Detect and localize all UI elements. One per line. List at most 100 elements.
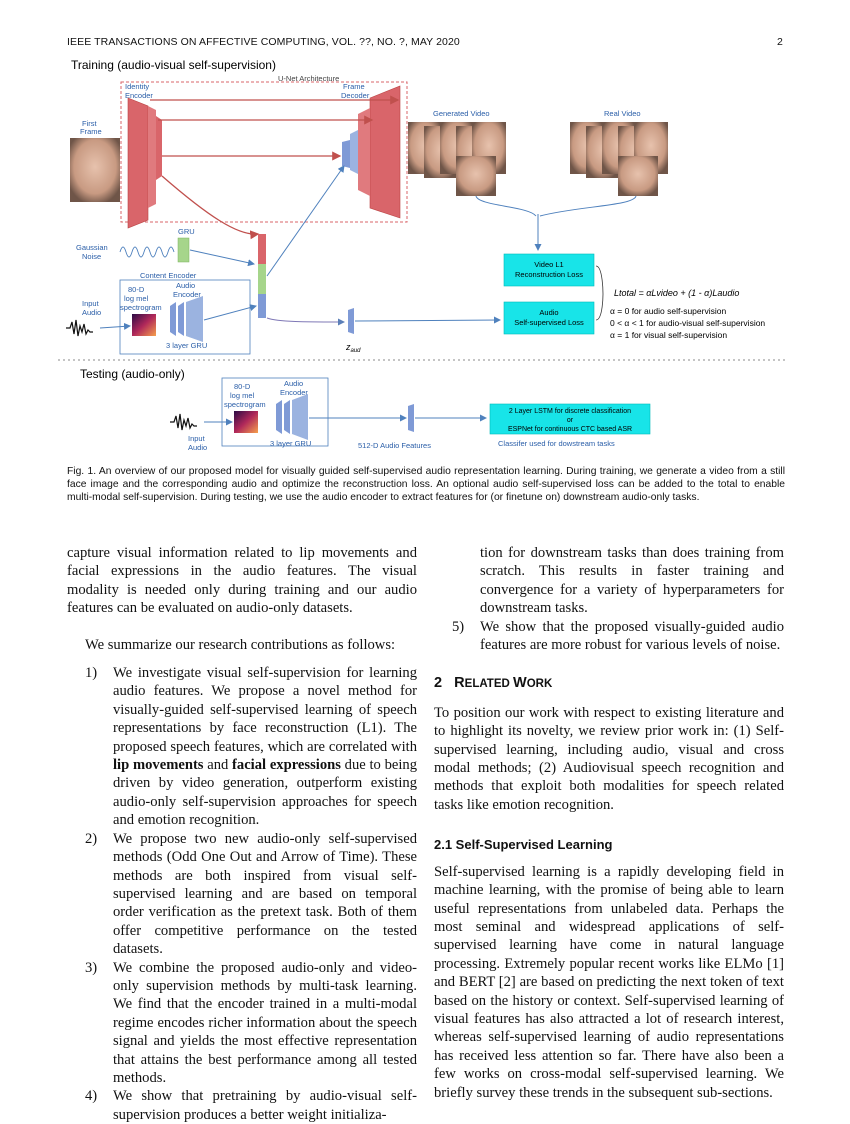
page-number: 2	[777, 36, 783, 48]
identity-encoder-label-2: Encoder	[125, 91, 153, 100]
audio-to-spectrogram-arrow	[99, 322, 131, 330]
running-header: IEEE TRANSACTIONS ON AFFECTIVE COMPUTING…	[67, 36, 783, 50]
layer-gru-label: 3 layer GRU	[166, 341, 207, 350]
spectrogram-label-2: log mel	[124, 294, 149, 303]
identity-encoder-label-1: Identity	[125, 82, 149, 91]
test-input-audio-label-1: Input	[188, 434, 206, 443]
journal-title: IEEE TRANSACTIONS ON AFFECTIVE COMPUTING…	[67, 36, 460, 48]
gru-label: GRU	[178, 227, 195, 236]
classifier-line-2: or	[567, 417, 574, 424]
paragraph-ssl: Self-supervised learning is a rapidly de…	[434, 863, 784, 1101]
first-frame-label-1: First	[82, 119, 97, 128]
total-loss-formula: Ltotal = αLvideo + (1 - α)Laudio	[614, 288, 739, 298]
classifier-box	[489, 403, 651, 435]
list-item: 2)We propose two new audio-only self-sup…	[85, 830, 417, 958]
test-input-audio-label-2: Audio	[188, 443, 207, 452]
first-frame-image	[70, 138, 120, 202]
subsection-heading: 2.1 Self-Supervised Learning	[434, 837, 613, 853]
test-audio-encoder-label-1: Audio	[284, 379, 303, 388]
right-column: tion for downstream tasks than does trai…	[434, 544, 784, 1102]
latent-to-zaud-arrow	[266, 317, 345, 326]
left-column: capture visual information related to li…	[67, 544, 417, 1124]
content-encoder-label: Content Encoder	[140, 271, 197, 280]
identity-to-latent-arrow	[161, 175, 260, 240]
list-item: 3)We combine the proposed audio-only and…	[85, 959, 417, 1086]
gru-arrow	[189, 249, 255, 267]
audio-loss-box	[503, 301, 595, 335]
latent-to-decoder-arrow	[266, 165, 345, 277]
spectrogram-image	[132, 314, 156, 336]
gaussian-noise-label-2: Noise	[82, 252, 101, 261]
audio-features-block	[408, 404, 414, 432]
gru-block	[177, 237, 190, 263]
first-frame-label-2: Frame	[80, 127, 102, 136]
decoder-layer-4	[342, 140, 350, 168]
zaud-block	[348, 308, 354, 334]
latent-identity	[258, 234, 266, 264]
unet-box	[120, 81, 408, 223]
list-item: 5)We show that the proposed visually-gui…	[452, 618, 784, 654]
generated-video-label: Generated Video	[433, 109, 490, 118]
real-video-frames	[570, 122, 668, 196]
figure-1: Training (audio-visual self-supervision)…	[58, 58, 788, 452]
list-item: 4)We show that pretraining by audio-visu…	[85, 1088, 417, 1123]
video-loss-label-2: Reconstruction Loss	[515, 270, 583, 279]
unet-label: U-Net Architecture	[278, 74, 339, 83]
alpha-line-2: 0 < α < 1 for audio-visual self-supervis…	[610, 318, 765, 328]
classifier-caption: Classifer used for dowstream tasks	[498, 439, 615, 448]
paragraph-intro: capture visual information related to li…	[67, 545, 417, 617]
noise-wave	[119, 246, 175, 258]
figure-caption: Fig. 1. An overview of our proposed mode…	[67, 466, 785, 503]
test-audio-encoder-layers	[276, 394, 308, 440]
input-audio-label-1: Input	[82, 299, 100, 308]
paragraph-contributions: We summarize our research contributions …	[85, 636, 396, 653]
alpha-line-3: α = 1 for visual self-supervision	[610, 330, 727, 340]
test-spectrogram-label-1: 80-D	[234, 382, 251, 391]
real-video-label: Real Video	[604, 109, 641, 118]
content-encoder-box	[119, 279, 251, 355]
audio-loss-label-1: Audio	[539, 308, 558, 317]
audio-loss-label-2: Self-supervised Loss	[514, 318, 584, 327]
test-spectrogram-label-2: log mel	[230, 391, 255, 400]
encoder-layer-3	[156, 116, 162, 180]
test-encoder-box	[221, 377, 329, 447]
latent-content	[258, 294, 266, 318]
training-title: Training (audio-visual self-supervision)	[71, 58, 276, 72]
classifier-line-1: 2 Layer LSTM for discrete classification	[509, 408, 631, 415]
generated-video-frames	[408, 122, 506, 196]
identity-encoder-block	[127, 97, 149, 229]
classifier-line-3: ESPNet for continuous CTC based ASR	[508, 426, 632, 433]
audio-encoder-label-2: Encoder	[173, 290, 201, 299]
video-loss-box	[503, 253, 595, 287]
frame-decoder-block	[369, 85, 401, 219]
audio-features-label: 512-D Audio Features	[358, 441, 431, 450]
list-item-continued: tion for downstream tasks than does trai…	[480, 545, 784, 617]
audio-encoder-label-1: Audio	[176, 281, 195, 290]
list-item: 1)We investigate visual self-supervision…	[85, 665, 417, 829]
latent-noise	[258, 264, 266, 294]
spectrogram-label-1: 80-D	[128, 285, 145, 294]
input-audio-label-2: Audio	[82, 308, 101, 317]
alpha-line-1: α = 0 for audio self-supervision	[610, 306, 726, 316]
encoder-layer-2	[148, 106, 156, 208]
section-heading: 2 RELATED WORK	[434, 675, 553, 692]
decoder-layer-2	[358, 108, 370, 196]
zaud-to-loss-arrow	[354, 316, 501, 324]
zaud-label: zaud	[345, 342, 361, 354]
test-audio-encoder-label-2: Encoder	[280, 388, 308, 397]
gaussian-noise-label-1: Gaussian	[76, 243, 108, 252]
test-spectrogram-label-3: spectrogram	[224, 400, 266, 409]
audio-encoder-layers	[170, 296, 203, 342]
contribution-list: 1)We investigate visual self-supervision…	[67, 664, 417, 1124]
decoder-layer-3	[350, 130, 358, 174]
testing-title: Testing (audio-only)	[80, 367, 185, 381]
video-loss-label-1: Video L1	[534, 260, 563, 269]
paragraph-related: To position our work with respect to exi…	[434, 704, 784, 813]
test-spectrogram-image	[234, 411, 258, 433]
frame-decoder-label-2: Decoder	[341, 91, 370, 100]
frame-decoder-label-1: Frame	[343, 82, 365, 91]
spectrogram-label-3: spectrogram	[120, 303, 162, 312]
loss-brace	[595, 265, 604, 321]
input-audio-waveform	[66, 319, 93, 337]
encoder-to-latent-arrow	[203, 304, 257, 321]
